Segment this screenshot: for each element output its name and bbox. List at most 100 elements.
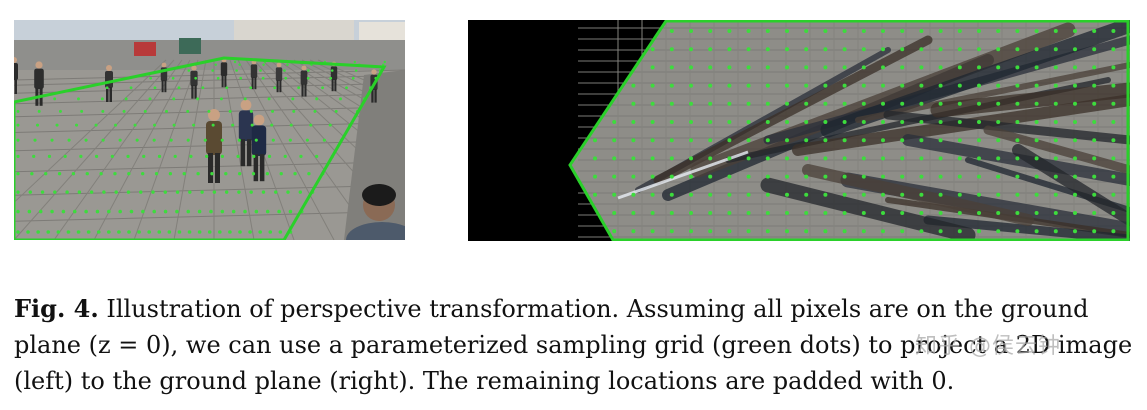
grid-dot [689, 47, 693, 52]
person-leg [334, 79, 337, 92]
grid-dot [765, 29, 770, 33]
grid-dot [631, 229, 636, 234]
grid-dot [186, 109, 190, 113]
tile-line [237, 59, 335, 240]
grid-dot [957, 229, 962, 234]
grid-dot [900, 192, 905, 197]
grid-dot [708, 229, 713, 234]
grid-dot [612, 174, 617, 179]
grid-dot [75, 123, 79, 127]
grid-dot [919, 65, 924, 70]
grid-dot [188, 190, 192, 194]
grid-dot [996, 229, 1001, 234]
tile-line [14, 82, 405, 94]
grid-dot [224, 172, 228, 176]
left-camera-image [14, 20, 405, 240]
grid-dot [1092, 192, 1097, 197]
tile-line [277, 59, 405, 150]
person-head [240, 99, 252, 111]
grid-dot [1015, 229, 1020, 234]
grid-dot [861, 47, 866, 52]
projected-region-outline [568, 20, 1130, 241]
grid-dot [1034, 101, 1039, 106]
grid-dot [126, 190, 131, 194]
grid-dot [881, 65, 885, 70]
grid-dot [861, 229, 866, 234]
grid-dot [765, 192, 770, 197]
grid-dot [842, 65, 847, 70]
grid-dot [197, 209, 202, 214]
grid-dot [669, 192, 674, 197]
grid-dot [881, 229, 885, 234]
figure-label: Fig. 4. [14, 294, 99, 323]
person-leg [276, 80, 279, 93]
grid-dot [938, 47, 943, 52]
grid-dot [107, 209, 111, 214]
grid-dot [1053, 29, 1058, 33]
grid-dot [1034, 156, 1039, 161]
grid-dot [321, 86, 324, 90]
grid-dot [785, 47, 789, 52]
grid-dot [1092, 101, 1097, 106]
grid-dot [238, 230, 242, 234]
grid-dot [727, 192, 732, 197]
grid-dot [746, 138, 751, 143]
grid-dot [938, 156, 943, 161]
grid-dot [977, 120, 981, 124]
person-leg [279, 80, 282, 93]
grid-dot [938, 138, 943, 143]
grid-dot [785, 138, 789, 143]
grid-dot [996, 192, 1001, 197]
grid-dot [900, 138, 905, 143]
grid-dot [1034, 211, 1039, 215]
grid-dot [919, 156, 924, 161]
grid-dot [900, 120, 905, 124]
grid-dot [708, 120, 713, 124]
grid-dot [727, 211, 732, 215]
grid-dot [16, 123, 20, 127]
grid-dot [16, 138, 20, 142]
grid-dot [823, 138, 828, 143]
grid-dot [1034, 83, 1039, 88]
grid-dot [977, 101, 981, 106]
grid-dot [977, 229, 981, 234]
grid-dot [102, 190, 106, 194]
grid-dot [650, 83, 655, 88]
foreground-hair [362, 184, 396, 206]
grid-dot [1111, 47, 1116, 52]
grid-dot [216, 76, 220, 80]
grid-dot [765, 101, 770, 106]
grid-dot [1073, 120, 1077, 124]
person-body [14, 63, 18, 80]
person-leg [191, 85, 194, 99]
grid-dot [842, 174, 847, 179]
grid-dot [322, 138, 326, 142]
grid-dot [842, 192, 847, 197]
grid-dot [823, 211, 828, 215]
grid-dot [900, 83, 905, 88]
grid-dot [267, 97, 271, 101]
grid-dot [58, 109, 62, 113]
grid-dot [785, 120, 789, 124]
grid-dot [110, 154, 114, 159]
grid-dot [689, 138, 693, 143]
grid-dot [957, 174, 962, 179]
grid-dot [727, 83, 732, 88]
grid-dot [919, 47, 924, 52]
grid-dot [1053, 174, 1058, 179]
grid-dot [288, 138, 292, 142]
grid-dot [689, 83, 693, 88]
grid-dot [289, 123, 293, 127]
grid-dot [151, 190, 155, 194]
grid-dot [1111, 65, 1116, 70]
grid-dot [765, 120, 770, 124]
grid-dot [278, 230, 283, 234]
grid-dot [200, 190, 204, 194]
grid-dot [1073, 138, 1077, 143]
caption-text: Illustration of perspective transformati… [14, 295, 1133, 395]
grid-dot [1053, 65, 1058, 70]
grid-dot [239, 76, 243, 80]
grid-dot [309, 123, 313, 127]
grid-dot [919, 192, 924, 197]
grid-dot [669, 174, 674, 179]
